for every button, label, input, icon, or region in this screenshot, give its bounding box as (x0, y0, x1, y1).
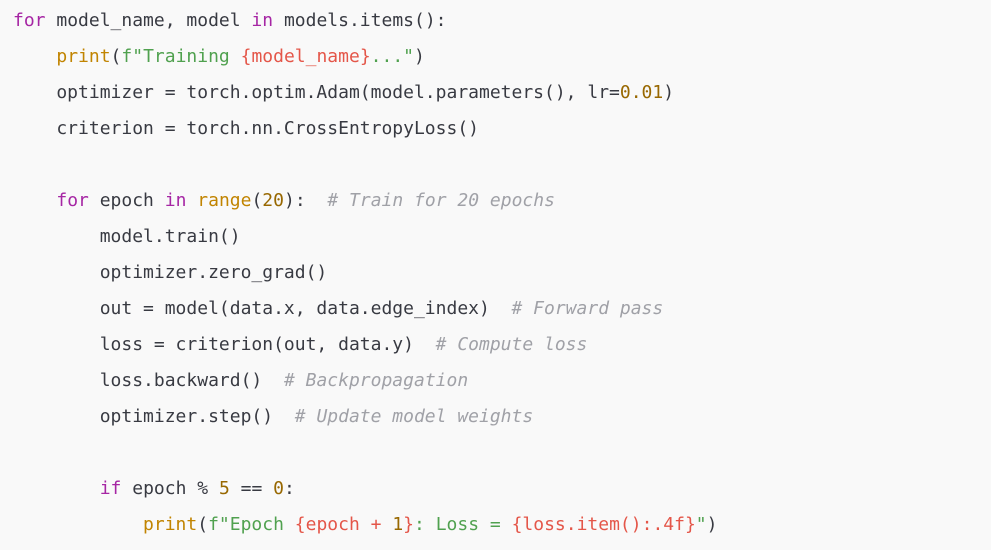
code-token-comment: # Train for 20 epochs (327, 190, 555, 211)
code-token-plain: epoch % (121, 478, 219, 499)
code-token-plain (13, 478, 100, 499)
code-line: for model_name, model in models.items(): (13, 3, 991, 39)
code-token-comment: # Backpropagation (283, 370, 469, 391)
code-token-plain: ( (197, 514, 209, 535)
code-token-plain (186, 190, 197, 211)
code-token-comment: # Update model weights (294, 406, 534, 427)
code-token-string: ..." (370, 46, 415, 67)
blank-code-line (13, 147, 991, 183)
code-token-builtin: print (143, 514, 198, 535)
code-token-keyword: for (56, 190, 89, 211)
code-token-number: 1 (392, 514, 404, 535)
code-token-interp: {loss.item():.4f} (511, 514, 696, 535)
code-token-string: : Loss = (414, 514, 512, 535)
code-token-plain: ( (110, 46, 122, 67)
code-token-plain: : (283, 478, 295, 499)
code-token-plain: ) (414, 46, 425, 67)
code-line: optimizer.zero_grad() (13, 255, 991, 291)
code-token-number: 0 (273, 478, 284, 499)
code-token-plain: optimizer.step() (13, 406, 295, 427)
code-token-plain: loss = criterion(out, data.y) (13, 334, 436, 355)
code-token-string: f"Epoch (208, 514, 295, 535)
code-token-plain (13, 514, 143, 535)
code-token-plain: optimizer.zero_grad() (13, 262, 328, 283)
code-token-interp: } (403, 514, 415, 535)
code-token-plain: == (229, 478, 274, 499)
code-line: model.train() (13, 219, 991, 255)
code-line: out = model(data.x, data.edge_index) # F… (13, 291, 991, 327)
code-token-plain: ( (251, 190, 263, 211)
code-line: print(f"Epoch {epoch + 1}: Loss = {loss.… (13, 507, 991, 543)
code-token-string: " (695, 514, 707, 535)
code-token-plain: optimizer = torch.optim.Adam(model.param… (13, 82, 620, 103)
code-token-plain (13, 46, 56, 67)
code-line: optimizer.step() # Update model weights (13, 399, 991, 435)
code-token-keyword: in (164, 190, 187, 211)
code-token-plain: ) (663, 82, 675, 103)
code-line: if epoch % 5 == 0: (13, 471, 991, 507)
code-token-number: 20 (262, 190, 284, 211)
code-token-plain: model.train() (13, 226, 241, 247)
code-token-plain: ) (706, 514, 718, 535)
code-token-plain (13, 190, 56, 211)
code-token-comment: # Compute loss (435, 334, 588, 355)
code-token-plain: loss.backward() (13, 370, 284, 391)
code-token-plain: models.items(): (273, 10, 447, 31)
code-line: criterion = torch.nn.CrossEntropyLoss() (13, 111, 991, 147)
code-line: loss = criterion(out, data.y) # Compute … (13, 327, 991, 363)
code-token-keyword: if (99, 478, 122, 499)
code-line: optimizer = torch.optim.Adam(model.param… (13, 75, 991, 111)
code-token-plain: ): (283, 190, 328, 211)
code-token-comment: # Forward pass (511, 298, 664, 319)
code-token-plain: epoch (88, 190, 165, 211)
code-token-interp: {epoch + (294, 514, 393, 535)
code-token-number: 0.01 (619, 82, 664, 103)
code-token-keyword: in (251, 10, 274, 31)
code-token-keyword: for (13, 10, 46, 31)
blank-code-line (13, 435, 991, 471)
code-token-plain: out = model(data.x, data.edge_index) (13, 298, 512, 319)
code-token-plain: criterion = torch.nn.CrossEntropyLoss() (13, 118, 479, 139)
code-token-builtin: range (197, 190, 252, 211)
code-token-builtin: print (56, 46, 111, 67)
code-line: for epoch in range(20): # Train for 20 e… (13, 183, 991, 219)
code-token-interp: {model_name} (240, 46, 371, 67)
code-line: loss.backward() # Backpropagation (13, 363, 991, 399)
code-line: print(f"Training {model_name}...") (13, 39, 991, 75)
code-token-number: 5 (218, 478, 230, 499)
code-token-plain: model_name, model (45, 10, 252, 31)
code-token-string: f"Training (121, 46, 241, 67)
